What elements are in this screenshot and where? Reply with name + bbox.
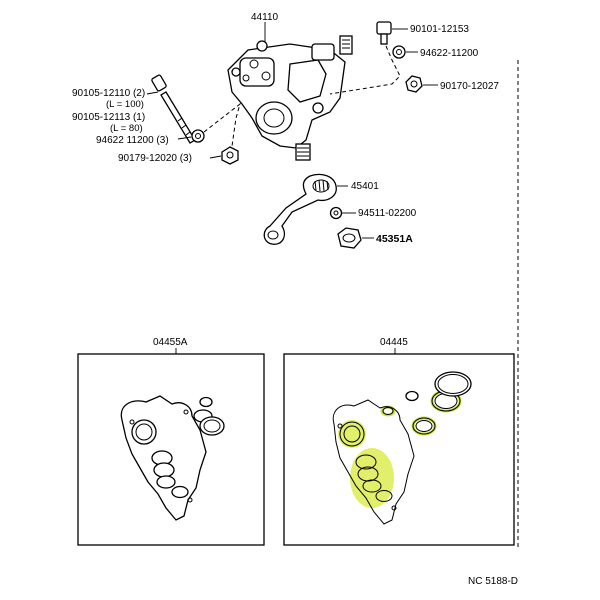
label-90170-12027: 90170-12027 bbox=[440, 81, 499, 92]
lock-washer[interactable] bbox=[329, 206, 343, 220]
label-90105-12110: 90105-12110 (2) bbox=[72, 88, 145, 99]
label-44110: 44110 bbox=[251, 12, 279, 23]
pitman-arm[interactable] bbox=[263, 173, 337, 245]
nut-90179-12020[interactable] bbox=[221, 146, 239, 165]
kit-04445-frame[interactable]: 04445 bbox=[283, 337, 515, 546]
kit-04455a-frame[interactable]: 04455A bbox=[77, 337, 265, 546]
label-l100: (L = 100) bbox=[106, 99, 144, 110]
label-90179-12020: 90179-12020 (3) bbox=[118, 153, 192, 164]
label-45351a: 45351A bbox=[376, 233, 413, 245]
washer-94622-11200-left[interactable] bbox=[191, 129, 205, 143]
label-04445: 04445 bbox=[380, 337, 408, 348]
label-45401: 45401 bbox=[351, 181, 379, 192]
steering-gear-housing[interactable] bbox=[227, 35, 353, 161]
long-bolt[interactable] bbox=[151, 74, 196, 144]
nut-90170-12027[interactable] bbox=[405, 75, 423, 93]
washer-94622-11200-right[interactable] bbox=[392, 45, 406, 59]
label-90105-12113: 90105-12113 (1) bbox=[72, 112, 145, 123]
label-94622-11200: 94622-11200 bbox=[420, 48, 479, 59]
label-l80: (L = 80) bbox=[110, 123, 143, 134]
label-94511-02200: 94511-02200 bbox=[358, 208, 417, 219]
label-04455a: 04455A bbox=[153, 337, 188, 348]
label-90101-12153: 90101-12153 bbox=[410, 24, 469, 35]
label-94622-11200-3: 94622 11200 (3) bbox=[96, 135, 169, 146]
drawing-code: NC 5188-D bbox=[468, 576, 518, 587]
highlight-seal-large bbox=[338, 420, 366, 448]
bolt-90101-12153[interactable] bbox=[376, 21, 392, 45]
pitman-nut[interactable] bbox=[337, 227, 362, 249]
highlight-seal-stack bbox=[350, 448, 394, 508]
